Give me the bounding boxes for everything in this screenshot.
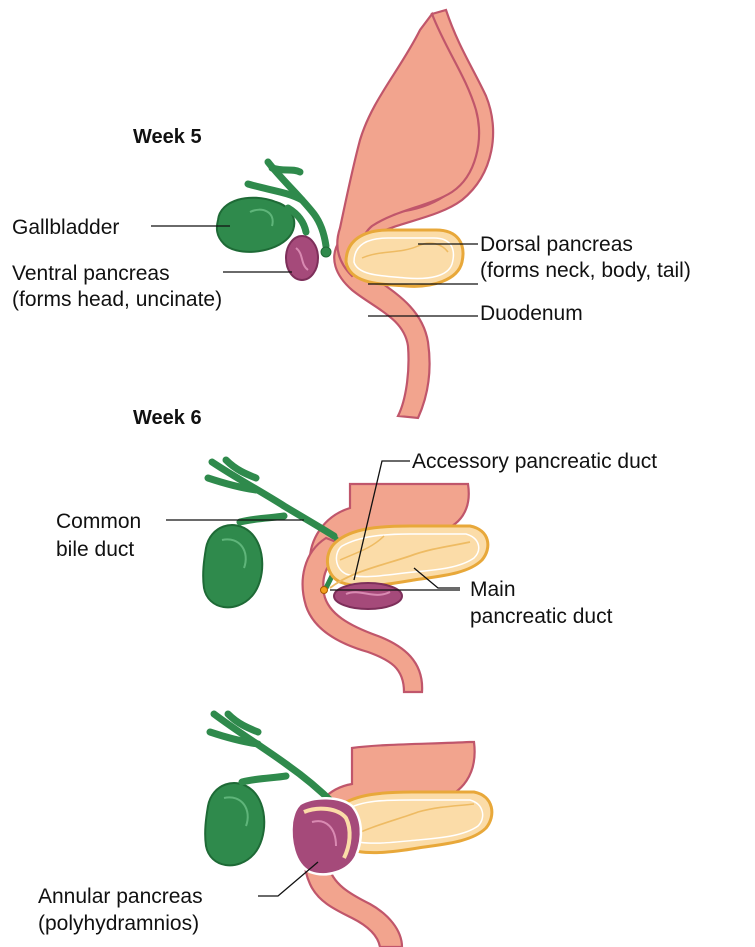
label-duodenum: Duodenum — [480, 302, 583, 325]
week5-gallbladder — [217, 198, 294, 252]
annular-panel: Annular pancreas (polyhydramnios) — [38, 714, 492, 947]
label-gallbladder: Gallbladder — [12, 216, 119, 239]
label-ventral-pancreas: Ventral pancreas — [12, 262, 170, 285]
week5-heading: Week 5 — [133, 126, 202, 148]
week6-gallbladder — [203, 525, 262, 607]
label-ventral-pancreas-note: (forms head, uncinate) — [12, 288, 222, 311]
label-dorsal-pancreas-note: (forms neck, body, tail) — [480, 259, 691, 282]
annular-gallbladder — [205, 783, 264, 865]
label-annular-line1: Annular pancreas — [38, 885, 203, 908]
label-common-bile-duct-line2: bile duct — [56, 538, 134, 561]
label-main-duct-line2: pancreatic duct — [470, 605, 613, 628]
week5-dorsal-pancreas — [346, 230, 463, 286]
week5-panel: Week 5 Gallbladder Ventral — [12, 10, 691, 418]
week6-heading: Week 6 — [133, 407, 202, 429]
label-main-duct-line1: Main — [470, 578, 516, 601]
label-dorsal-pancreas: Dorsal pancreas — [480, 233, 633, 256]
label-annular-line2: (polyhydramnios) — [38, 912, 199, 935]
week6-panel: Week 6 Common bile duct — [56, 407, 657, 692]
label-accessory-duct: Accessory pancreatic duct — [412, 450, 657, 473]
week6-ventral-part — [334, 583, 402, 609]
week6-pancreas — [327, 526, 487, 588]
annular-ring — [292, 798, 361, 874]
label-common-bile-duct-line1: Common — [56, 510, 141, 533]
